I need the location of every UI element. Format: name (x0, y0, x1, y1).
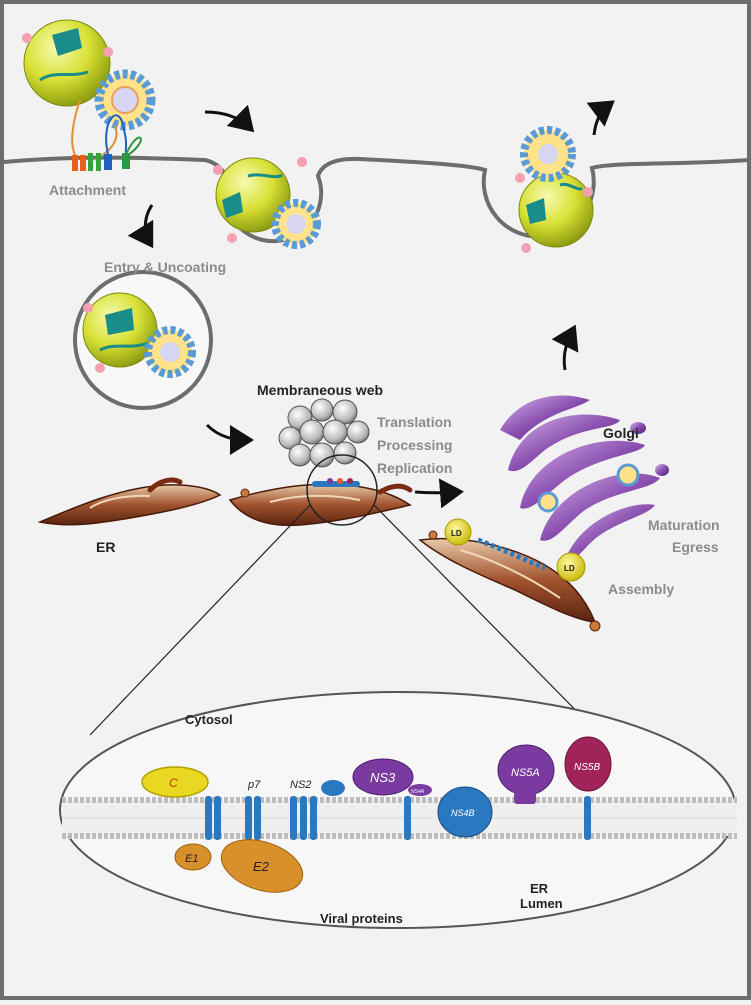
lipid-bilayer (62, 797, 737, 839)
protein-ns3: NS3 (352, 758, 414, 796)
label-membraneous-web: Membraneous web (257, 382, 383, 398)
protein-p7-label: p7 (247, 779, 261, 791)
label-ld-2: LD (564, 564, 575, 573)
protein-ns5a-label: NS5A (511, 767, 540, 779)
protein-ns5a: NS5A (497, 744, 555, 804)
label-processing: Processing (377, 437, 452, 453)
entry-vesicle (73, 270, 213, 410)
membraneous-web (278, 398, 370, 468)
label-assembly: Assembly (608, 581, 674, 597)
label-egress: Egress (672, 539, 719, 555)
label-er-lumen-lumen: Lumen (520, 896, 563, 911)
virion-egress (515, 126, 594, 253)
protein-ns4b-label: NS4B (451, 808, 475, 818)
er-membrane (37, 477, 601, 632)
label-replication: Replication (377, 460, 452, 476)
label-viral-proteins: Viral proteins (320, 911, 403, 926)
label-entry: Entry & Uncoating (104, 259, 226, 275)
virion-endocytosis (213, 157, 321, 249)
protein-e1: E1 (174, 843, 212, 871)
zoom-line-right (373, 504, 601, 736)
receptors (72, 114, 142, 171)
label-er-lumen-er: ER (530, 881, 549, 896)
plasma-membrane (3, 155, 750, 244)
protein-ns3-label: NS3 (370, 770, 396, 785)
tm-helices (205, 796, 591, 840)
protein-ns4a: NS4A (408, 784, 432, 796)
arrow-to-web (205, 423, 254, 455)
capsid (94, 69, 156, 131)
arrow-egress-out (586, 100, 615, 136)
protein-ns5b: NS5B (564, 736, 612, 792)
arrow-to-entry (127, 204, 154, 249)
label-ld-1: LD (451, 529, 462, 538)
arrow-to-secretion (551, 324, 579, 371)
virion-attached (22, 19, 156, 161)
protein-e2-label: E2 (253, 859, 270, 874)
zoom-circle (306, 454, 378, 526)
zoom-line-left (89, 504, 311, 736)
replication-complex (312, 478, 360, 487)
golgi (500, 395, 669, 561)
lipid-droplet-1 (444, 518, 472, 546)
arrow-to-golgi (414, 478, 464, 509)
protein-c-label: C (169, 776, 178, 790)
protein-ns2-domain (321, 780, 345, 796)
assembly-complex (477, 537, 546, 571)
protein-ns4b: NS4B (437, 786, 493, 838)
protein-e2: E2 (220, 839, 304, 893)
protein-c: C (141, 766, 209, 798)
label-translation: Translation (377, 414, 452, 430)
label-golgi: Golgi (603, 425, 639, 441)
protein-ns5b-label: NS5B (574, 762, 600, 773)
protein-ns2-label: NS2 (290, 779, 311, 791)
lipid-droplet-2 (556, 552, 586, 582)
label-attachment: Attachment (49, 182, 126, 198)
protein-ns4a-label: NS4A (411, 789, 425, 795)
label-er: ER (96, 539, 115, 555)
protein-e1-label: E1 (185, 853, 198, 865)
arrow-to-endocytosis (204, 104, 255, 133)
label-maturation: Maturation (648, 517, 720, 533)
label-cytosol: Cytosol (185, 712, 233, 727)
